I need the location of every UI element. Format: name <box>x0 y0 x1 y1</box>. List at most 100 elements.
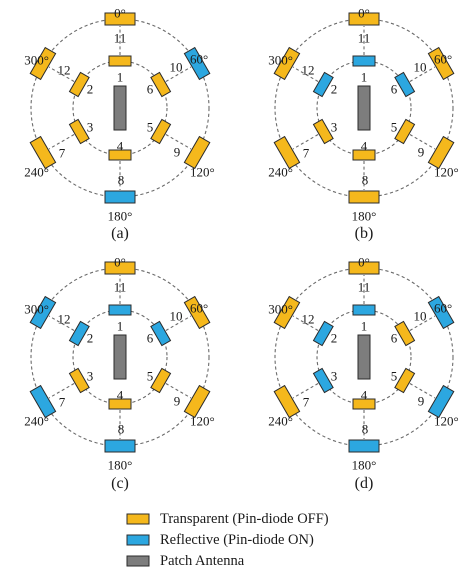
element-11-transparent <box>104 12 136 26</box>
angle-label: 60° <box>434 52 452 67</box>
spoke-line <box>292 66 319 82</box>
element-number-4: 4 <box>361 388 368 403</box>
element-11-transparent <box>104 261 136 275</box>
element-12-transparent <box>273 295 301 330</box>
element-9-reflective <box>427 384 455 419</box>
element-number-8: 8 <box>362 173 369 188</box>
element-1-reflective <box>352 55 376 67</box>
angle-label: 60° <box>190 301 208 316</box>
element-number-11: 11 <box>114 31 127 46</box>
element-7-transparent <box>29 135 57 170</box>
spoke-line <box>165 315 192 331</box>
spoke-line <box>409 134 436 150</box>
element-number-8: 8 <box>362 422 369 437</box>
element-number-11: 11 <box>358 280 371 295</box>
element-6-reflective <box>150 320 172 347</box>
angle-label: 180° <box>352 458 377 473</box>
element-number-5: 5 <box>147 369 154 384</box>
element-8-reflective <box>104 190 136 204</box>
angle-label: 240° <box>268 165 293 180</box>
element-number-4: 4 <box>361 139 368 154</box>
angle-label: 300° <box>268 53 293 68</box>
patch-antenna <box>113 334 127 380</box>
element-4-transparent <box>352 398 376 410</box>
element-number-1: 1 <box>361 70 368 85</box>
legend-label-reflective: Reflective (Pin-diode ON) <box>160 532 314 548</box>
element-6-transparent <box>150 71 172 98</box>
angle-label: 0° <box>114 255 126 270</box>
spoke-line <box>409 315 436 331</box>
spoke-line <box>165 383 192 399</box>
legend-swatch-reflective <box>126 534 150 546</box>
element-number-2: 2 <box>331 331 338 346</box>
element-number-7: 7 <box>303 395 310 410</box>
element-number-6: 6 <box>147 82 154 97</box>
spoke-line <box>48 66 75 82</box>
element-9-transparent <box>427 135 455 170</box>
element-7-transparent <box>273 384 301 419</box>
angle-label: 60° <box>190 52 208 67</box>
element-1-transparent <box>108 55 132 67</box>
element-number-3: 3 <box>331 120 338 135</box>
element-number-8: 8 <box>118 422 125 437</box>
angle-label: 300° <box>24 302 49 317</box>
element-5-transparent <box>150 118 172 145</box>
element-number-6: 6 <box>147 331 154 346</box>
element-6-reflective <box>394 71 416 98</box>
element-2-reflective <box>312 320 334 347</box>
element-number-7: 7 <box>59 146 66 161</box>
element-number-3: 3 <box>331 369 338 384</box>
spoke-line <box>292 134 319 150</box>
panel-caption: (c) <box>111 475 129 492</box>
angle-label: 240° <box>24 165 49 180</box>
element-number-6: 6 <box>391 331 398 346</box>
legend-label-transparent: Transparent (Pin-diode OFF) <box>160 511 329 527</box>
spoke-line <box>409 66 436 82</box>
element-number-5: 5 <box>391 369 398 384</box>
element-8-reflective <box>348 439 380 453</box>
spoke-line <box>409 383 436 399</box>
element-number-11: 11 <box>358 31 371 46</box>
element-number-11: 11 <box>114 280 127 295</box>
spoke-line <box>292 315 319 331</box>
element-number-7: 7 <box>303 146 310 161</box>
element-1-reflective <box>352 304 376 316</box>
element-number-9: 9 <box>418 145 425 160</box>
element-number-3: 3 <box>87 369 94 384</box>
angle-label: 120° <box>190 414 215 429</box>
panel-caption: (d) <box>355 475 374 492</box>
angle-label: 240° <box>268 414 293 429</box>
spoke-line <box>165 66 192 82</box>
element-11-transparent <box>348 261 380 275</box>
element-9-transparent <box>183 384 211 419</box>
element-number-4: 4 <box>117 388 124 403</box>
spoke-line <box>48 383 75 399</box>
angle-label: 300° <box>268 302 293 317</box>
element-9-transparent <box>183 135 211 170</box>
element-12-transparent <box>29 46 57 81</box>
element-2-reflective <box>68 320 90 347</box>
angle-label: 180° <box>352 209 377 224</box>
element-number-7: 7 <box>59 395 66 410</box>
angle-label: 180° <box>108 209 133 224</box>
element-5-transparent <box>394 367 416 394</box>
angle-label: 60° <box>434 301 452 316</box>
element-number-6: 6 <box>391 82 398 97</box>
element-10-reflective <box>427 295 455 330</box>
element-number-2: 2 <box>87 331 94 346</box>
element-number-12: 12 <box>58 312 71 327</box>
angle-label: 300° <box>24 53 49 68</box>
element-4-transparent <box>108 149 132 161</box>
element-number-2: 2 <box>331 82 338 97</box>
element-10-transparent <box>427 46 455 81</box>
element-number-12: 12 <box>58 63 71 78</box>
spoke-line <box>292 383 319 399</box>
angle-label: 120° <box>434 414 459 429</box>
element-3-reflective <box>312 367 334 394</box>
element-1-reflective <box>108 304 132 316</box>
element-3-transparent <box>312 118 334 145</box>
legend-label-patch: Patch Antenna <box>160 553 245 569</box>
element-number-10: 10 <box>170 309 183 324</box>
